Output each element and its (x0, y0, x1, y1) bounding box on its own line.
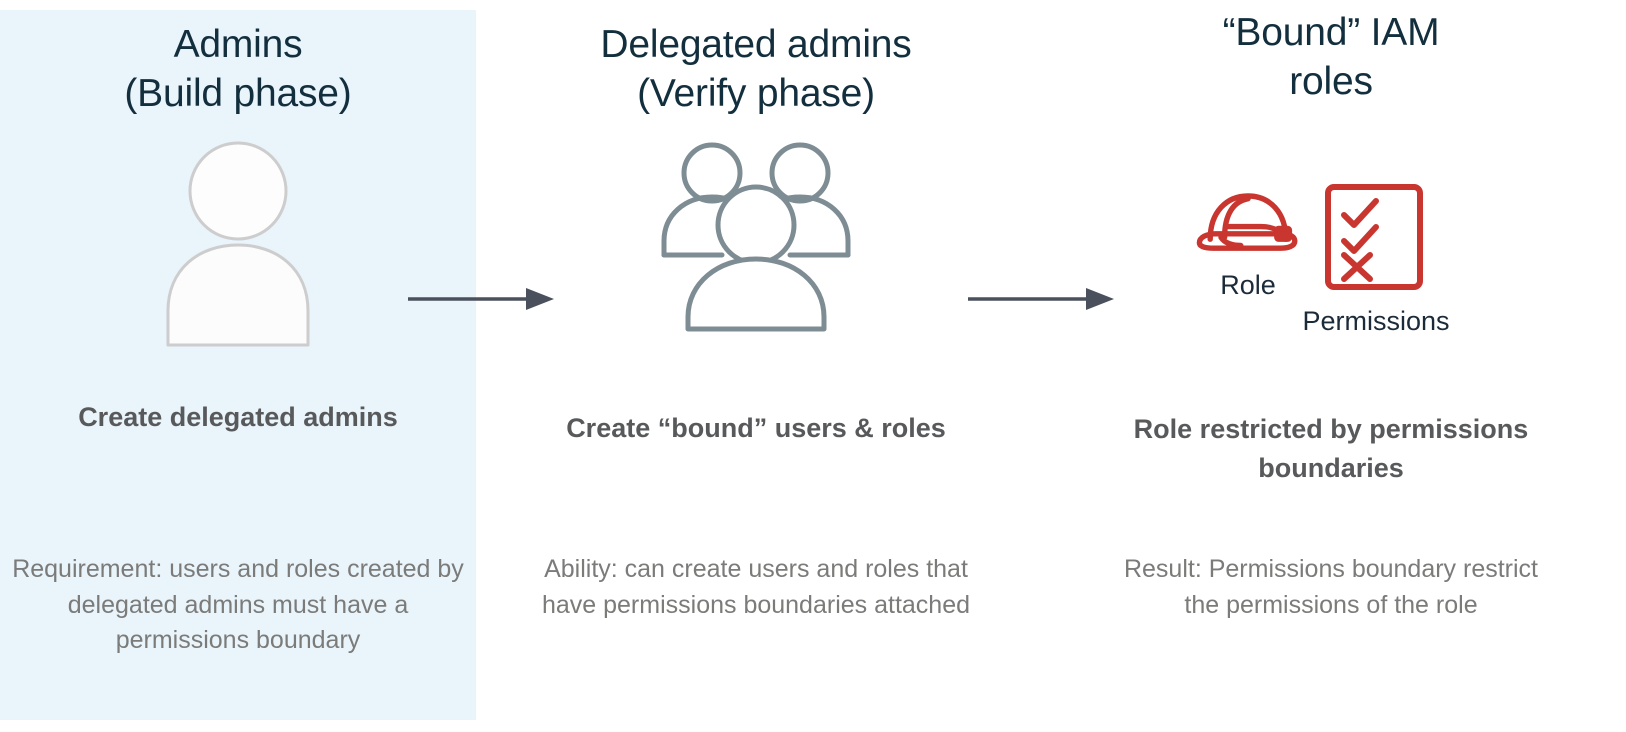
column-bold-line: Create “bound” users & roles (566, 413, 946, 443)
cross-mark (1341, 251, 1373, 282)
column-description: Result: Permissions boundary restrict th… (1123, 555, 1539, 619)
right-arrow-icon (408, 288, 554, 310)
role-and-permissions-cluster: Role Permissions (1186, 183, 1476, 363)
icon-area (476, 132, 1036, 342)
column-build-phase: Admins (Build phase) Create delegated ad… (0, 0, 476, 732)
arrow-verify-to-roles (964, 283, 1116, 315)
role-label: Role (1220, 269, 1276, 300)
column-description: Ability: can create users and roles that… (541, 555, 971, 619)
column-bound-iam-roles: “Bound” IAM roles Role (1036, 0, 1626, 732)
check-mark-1 (1341, 197, 1379, 228)
group-of-people-icon (661, 142, 851, 332)
arrow-build-to-verify (404, 283, 556, 315)
column-heading: Admins (Build phase) (124, 23, 352, 116)
column-verify-phase: Delegated admins (Verify phase) Create “… (476, 0, 1036, 732)
column-bold-line: Create delegated admins (78, 402, 398, 432)
check-mark-2 (1341, 223, 1379, 254)
single-person-icon (166, 141, 310, 347)
hard-hat-icon (1196, 192, 1298, 251)
column-description: Requirement: users and roles created by … (12, 555, 464, 654)
column-heading: “Bound” IAM roles (1222, 11, 1440, 104)
icon-area: Role Permissions (1036, 183, 1626, 363)
permissions-label: Permissions (1302, 305, 1450, 336)
column-bold-line: Role restricted by permissions boundarie… (1133, 414, 1529, 484)
checklist-icon (1325, 183, 1423, 290)
right-arrow-icon (968, 288, 1114, 310)
column-heading: Delegated admins (Verify phase) (600, 23, 912, 116)
highlighted-phase-panel (0, 10, 476, 720)
icon-area (0, 140, 476, 350)
